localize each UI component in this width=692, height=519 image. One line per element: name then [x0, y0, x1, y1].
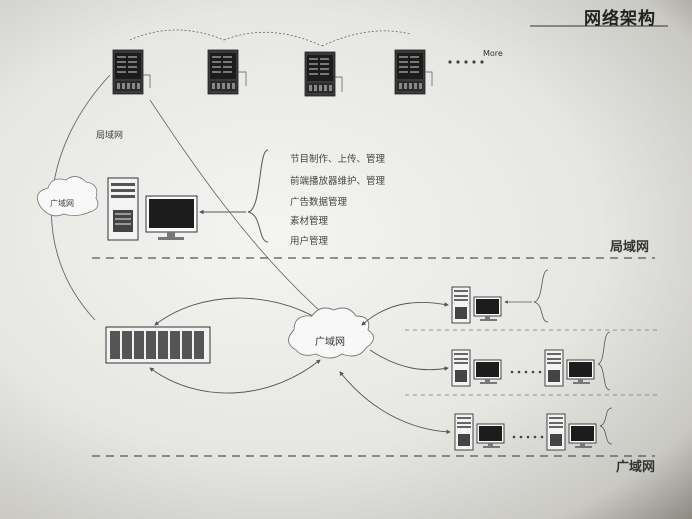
storage-rack: [105, 326, 211, 364]
cloud-group3-link: [339, 371, 451, 435]
page-title: 网络架构: [584, 9, 656, 29]
group2-pc-a: [451, 349, 502, 387]
wan-left-label: 广域网: [50, 199, 74, 208]
group3-brace: [599, 407, 613, 445]
cloud-left: [36, 176, 99, 217]
group1-pc: [451, 286, 502, 324]
feature-2: 前端播放器维护、管理: [290, 176, 386, 187]
rack-cloud-link-bottom: [149, 359, 321, 394]
cloud-group2-link: [369, 349, 449, 371]
wan-center-label: 广域网: [315, 337, 345, 348]
section-lan-label: 局域网: [610, 240, 650, 255]
display-unit-2: [207, 49, 239, 95]
group2-pc-b: [544, 349, 595, 387]
lan-arc: [149, 99, 331, 321]
feature-3: 广告数据管理: [290, 197, 348, 208]
group2-dots: [510, 370, 542, 374]
group3-dots: [512, 435, 544, 439]
lan-link-label: 局域网: [96, 131, 124, 141]
group1-brace: [533, 269, 549, 323]
display-unit-1: [112, 49, 144, 95]
top-row-links: [129, 29, 411, 47]
section-wan-label: 广域网: [616, 460, 656, 475]
group3-pc-b: [546, 413, 597, 451]
rack-cloud-link-top: [154, 297, 321, 326]
feature-5: 用户管理: [290, 236, 329, 247]
group2-brace: [597, 331, 611, 391]
display-unit-4: [394, 49, 426, 95]
more-dots: [448, 60, 484, 64]
feature-brace: [247, 149, 269, 243]
main-server-monitor: [145, 195, 198, 240]
main-server-tower: [107, 177, 139, 241]
cloud-group1-link: [361, 301, 449, 326]
group3-pc-a: [454, 413, 505, 451]
feature-4: 素材管理: [290, 216, 329, 227]
display-unit-3: [304, 51, 336, 97]
display-cables: [143, 71, 433, 92]
more-label: More: [483, 49, 503, 58]
feature-1: 节目制作、上传、管理: [290, 154, 386, 165]
